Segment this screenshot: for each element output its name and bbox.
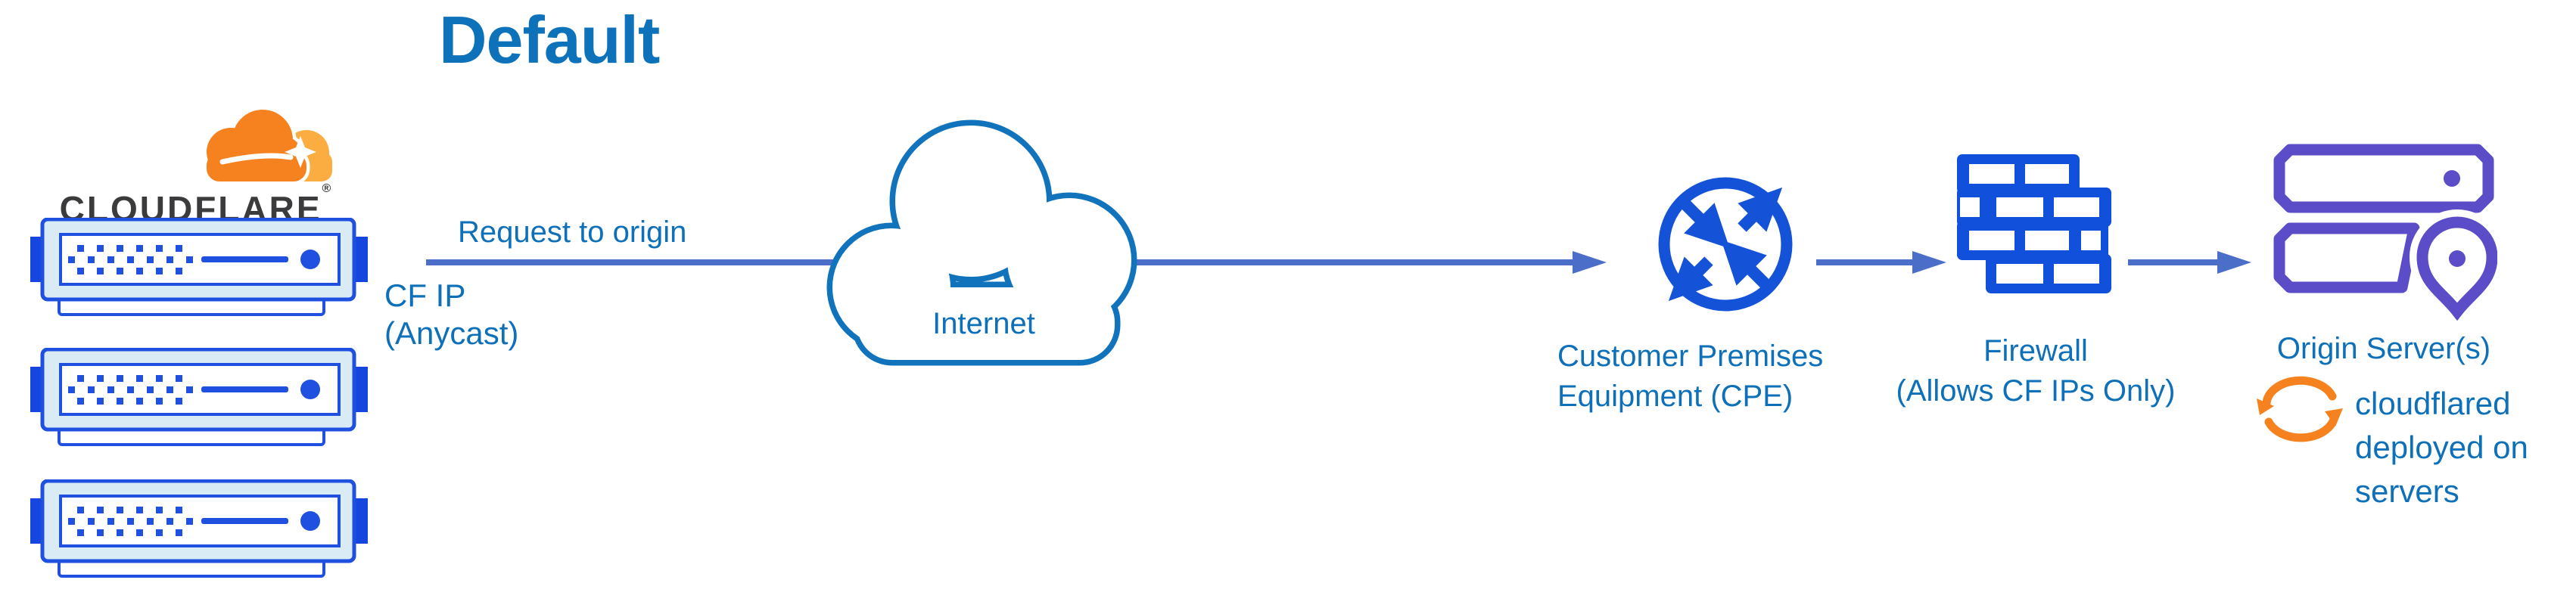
origin-servers-icon bbox=[2273, 144, 2497, 325]
connector-line-to-origin bbox=[2128, 259, 2217, 265]
cloudflared-note: cloudflared deployed on servers bbox=[2355, 382, 2528, 513]
logo-sparkle bbox=[285, 136, 316, 168]
cf-ip-line2: (Anycast) bbox=[384, 315, 519, 351]
location-pin-icon bbox=[2409, 209, 2497, 325]
cpe-label-line1: Customer Premises bbox=[1557, 340, 1824, 373]
registered-mark: ® bbox=[322, 182, 331, 195]
arrow-right-icon bbox=[2217, 251, 2251, 274]
cf-ip-anycast-label: CF IP (Anycast) bbox=[384, 277, 518, 352]
diagram-title: Default bbox=[439, 2, 660, 77]
cloudflared-note-line2: deployed on bbox=[2355, 429, 2528, 465]
logo-swoosh bbox=[219, 153, 294, 165]
firewall-label-line2: (Allows CF IPs Only) bbox=[1896, 374, 2176, 408]
cpe-router-icon bbox=[1658, 177, 1793, 312]
edge-server-rack-icon bbox=[29, 348, 369, 448]
cloudflared-note-line1: cloudflared bbox=[2355, 386, 2511, 421]
firewall-label-line1: Firewall bbox=[1983, 334, 2088, 367]
request-to-origin-label: Request to origin bbox=[458, 216, 687, 249]
logo-dark-cloud bbox=[207, 110, 306, 181]
edge-server-rack-icon bbox=[29, 479, 369, 579]
cloudflare-logo-icon bbox=[203, 109, 332, 183]
internet-label: Internet bbox=[932, 307, 1035, 340]
internet-cloud-icon bbox=[826, 119, 1137, 366]
sync-arrows-icon bbox=[2257, 376, 2343, 442]
arrow-right-icon bbox=[1573, 251, 1607, 274]
origin-servers-label: Origin Server(s) bbox=[2276, 332, 2491, 365]
connector-line-to-firewall bbox=[1816, 259, 1912, 265]
arrow-right-icon bbox=[1912, 251, 1946, 274]
cpe-label: Customer Premises Equipment (CPE) bbox=[1557, 336, 1823, 417]
cpe-label-line2: Equipment (CPE) bbox=[1557, 380, 1794, 413]
cf-ip-line1: CF IP bbox=[384, 278, 466, 313]
edge-server-rack-icon bbox=[29, 218, 369, 318]
firewall-brick-icon bbox=[1957, 154, 2111, 293]
firewall-label: Firewall (Allows CF IPs Only) bbox=[1869, 331, 2202, 411]
cloudflared-note-line3: servers bbox=[2355, 473, 2459, 509]
